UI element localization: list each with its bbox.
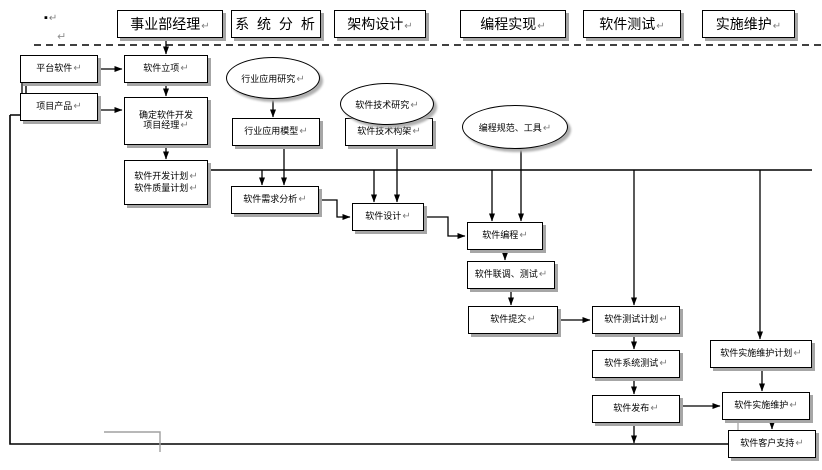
node-joint-debug-test[interactable]: 软件联调、测试↵ (467, 261, 555, 289)
pilcrow-icon: ↵ (659, 358, 668, 370)
node-test-plan[interactable]: 软件测试计划↵ (592, 306, 680, 334)
node-customer-support[interactable]: 软件客户支持↵ (728, 430, 816, 458)
pilcrow-icon: ↵ (402, 211, 411, 223)
phase-header-analysis[interactable]: 系 统 分 析 (231, 10, 321, 38)
node-software-release[interactable]: 软件发布↵ (592, 395, 680, 423)
pilcrow-icon: ↵ (795, 438, 804, 450)
ellipse-label-coding-standards: 编程规范、工具 (478, 122, 542, 133)
node-label-software-submit: 软件提交 (490, 314, 527, 325)
node-label-software-initiation: 软件立项 (143, 63, 180, 74)
pilcrow-icon: ↵ (527, 314, 536, 326)
pilcrow-icon: ↵ (650, 403, 659, 415)
node-software-coding[interactable]: 软件编程↵ (467, 222, 543, 250)
paragraph-mark-icon-2: ↵ (57, 31, 67, 43)
node-maintain-plan[interactable]: 软件实施维护计划↵ (710, 340, 812, 368)
phase-label-architect: 架构设计 (347, 15, 404, 32)
node-label-software-coding: 软件编程 (482, 230, 519, 241)
pilcrow-icon: ↵ (73, 63, 82, 75)
pilcrow-icon: ↵ (538, 269, 548, 281)
phase-label-manager: 事业部经理 (130, 15, 201, 32)
bullet-marker: ▪↵ (44, 12, 57, 24)
ellipse-coding-standards[interactable]: 编程规范、工具↵ (462, 105, 568, 149)
node-label-software-release: 软件发布 (613, 403, 650, 414)
node-label-dev-plan: 软件开发计划 (134, 170, 189, 181)
node-label-project-product: 项目产品 (36, 101, 73, 112)
pilcrow-icon: ↵ (412, 126, 421, 138)
node-label-test-plan: 软件测试计划 (604, 314, 659, 325)
pilcrow-icon: ↵ (296, 73, 305, 85)
pilcrow-icon: ↵ (537, 20, 546, 32)
node-dev-quality-plan[interactable]: 软件开发计划↵ 软件质量计划↵ (124, 160, 208, 205)
pilcrow-icon: ↵ (659, 314, 668, 326)
node-platform-software[interactable]: 平台软件↵ (20, 55, 98, 83)
node-label-quality-plan: 软件质量计划 (134, 182, 189, 193)
node-label-assign-pm-line2: 项目经理 (143, 120, 180, 131)
phase-header-coding[interactable]: 编程实现↵ (460, 10, 566, 38)
pilcrow-icon: ↵ (180, 63, 189, 75)
connector-support-feedback-loop (9, 115, 728, 445)
ellipse-label-industry-research: 行业应用研究 (241, 73, 296, 84)
node-software-design[interactable]: 软件设计↵ (352, 203, 424, 231)
node-project-product[interactable]: 项目产品↵ (20, 93, 98, 121)
ellipse-tech-research[interactable]: 软件技术研究↵ (340, 83, 434, 125)
node-label-system-test: 软件系统测试 (604, 358, 659, 369)
pilcrow-icon: ↵ (73, 101, 82, 113)
phase-header-maintain[interactable]: 实施维护↵ (702, 10, 795, 38)
pilcrow-icon: ↵ (772, 20, 782, 32)
pilcrow-icon: ↵ (793, 348, 802, 360)
ellipse-label-tech-research: 软件技术研究 (355, 99, 410, 110)
pilcrow-icon: ↵ (189, 170, 198, 182)
phase-header-testing[interactable]: 软件测试↵ (583, 10, 681, 38)
node-label-joint-debug-test: 软件联调、测试 (474, 269, 538, 280)
node-label-platform-software: 平台软件 (36, 63, 73, 74)
pilcrow-icon: ↵ (542, 122, 552, 134)
node-industry-model[interactable]: 行业应用模型↵ (232, 118, 320, 146)
pilcrow-icon: ↵ (201, 20, 210, 32)
pilcrow-icon: ↵ (410, 99, 419, 111)
phase-label-testing: 软件测试 (599, 15, 656, 32)
node-label-tech-framework: 软件技术构架 (357, 126, 412, 137)
node-label-industry-model: 行业应用模型 (244, 126, 299, 137)
bullet-glyph: ▪ (44, 12, 48, 24)
pilcrow-icon: ↵ (189, 182, 198, 194)
ellipse-industry-research[interactable]: 行业应用研究↵ (226, 57, 320, 99)
pilcrow-icon: ↵ (789, 400, 798, 412)
connector-requirements-to-design (319, 199, 351, 220)
node-requirement-analysis[interactable]: 软件需求分析↵ (231, 186, 319, 214)
node-label-maintain-exec: 软件实施维护 (734, 400, 789, 411)
node-system-test[interactable]: 软件系统测试↵ (592, 350, 680, 378)
paragraph-mark-icon: ↵ (48, 13, 58, 24)
node-maintain-exec[interactable]: 软件实施维护↵ (722, 392, 810, 420)
phase-label-coding: 编程实现 (480, 15, 537, 32)
anchor-hint-mark (104, 431, 161, 452)
pilcrow-icon: ↵ (180, 120, 189, 132)
phase-label-analysis: 系 统 分 析 (235, 15, 317, 32)
pilcrow-icon: ↵ (404, 20, 413, 32)
node-label-customer-support: 软件客户支持 (740, 438, 795, 449)
node-label-requirement-analysis: 软件需求分析 (243, 194, 298, 205)
pilcrow-icon: ↵ (299, 126, 308, 138)
node-software-initiation[interactable]: 软件立项↵ (124, 55, 208, 83)
node-software-submit[interactable]: 软件提交↵ (468, 306, 558, 334)
node-assign-pm[interactable]: 确定软件开发 项目经理↵ (124, 97, 208, 145)
phase-header-architect[interactable]: 架构设计↵ (334, 10, 426, 38)
pilcrow-icon: ↵ (656, 20, 665, 32)
connector-design-to-coding (424, 216, 466, 239)
phase-header-manager[interactable]: 事业部经理↵ (117, 10, 223, 38)
phase-label-maintain: 实施维护 (715, 15, 772, 32)
node-label-software-design: 软件设计 (365, 211, 402, 222)
node-label-maintain-plan: 软件实施维护计划 (720, 348, 793, 359)
node-label-assign-pm-line1: 确定软件开发 (138, 109, 193, 120)
pilcrow-icon: ↵ (519, 230, 528, 242)
pilcrow-icon: ↵ (298, 194, 307, 206)
